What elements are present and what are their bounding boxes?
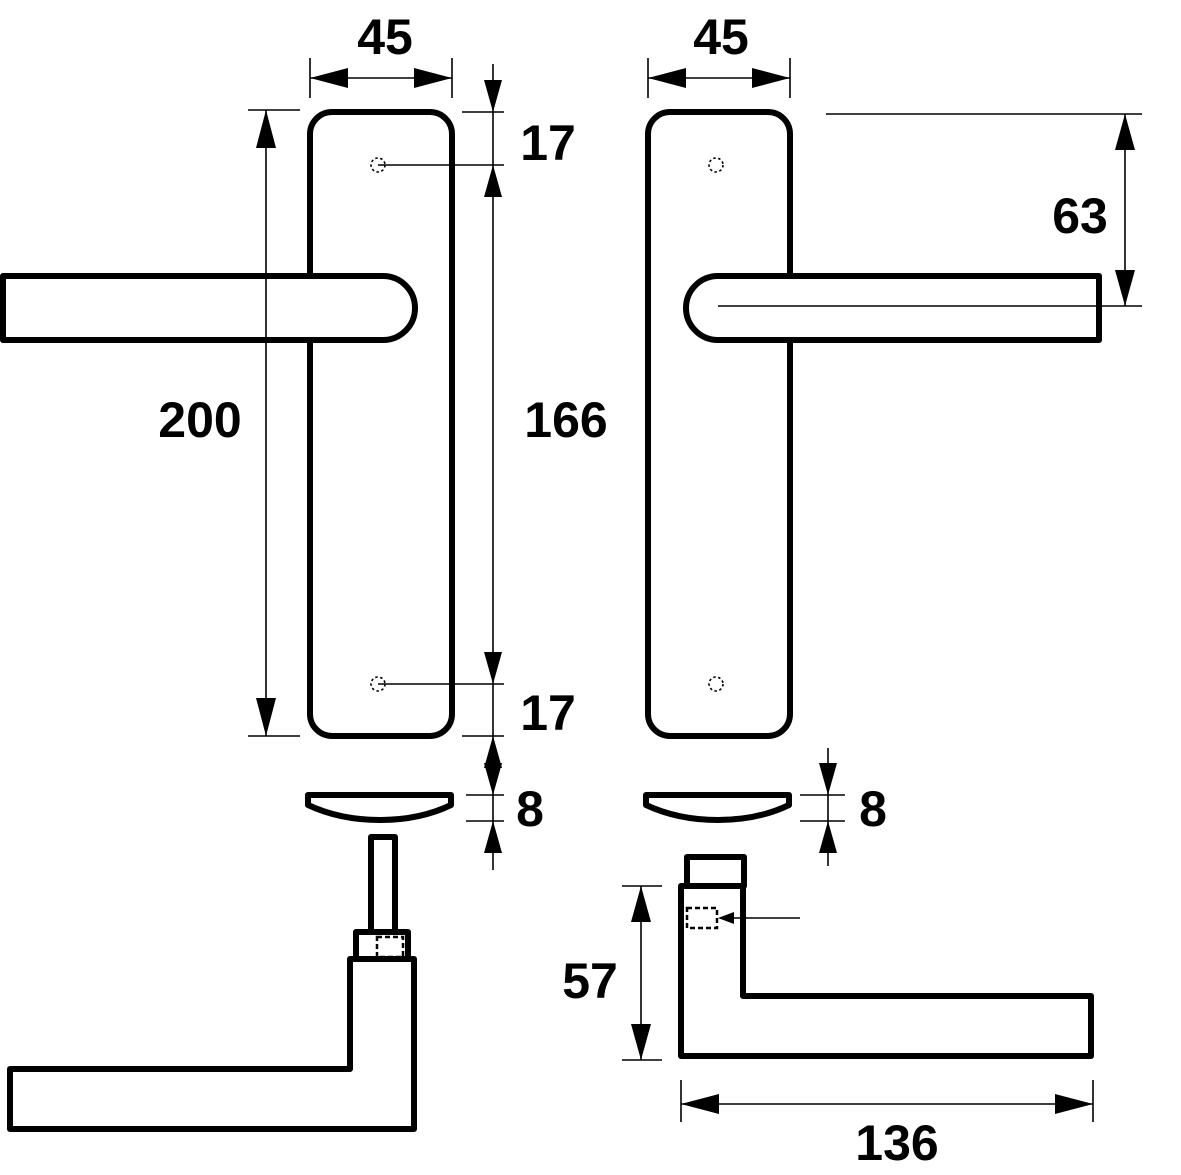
left-side-view [7, 834, 417, 1132]
dim-hole-spacing-chain: 17 166 17 8 [378, 64, 608, 870]
dim-label-left-plate-thickness: 8 [516, 781, 544, 837]
dim-label-left-plate-width: 45 [357, 9, 413, 65]
right-rear-view [645, 109, 1102, 739]
dim-label-hole-spacing: 166 [524, 392, 607, 448]
right-rose-collar [684, 854, 747, 889]
dim-label-top-hole-offset: 17 [520, 115, 576, 171]
right-top-screw-hole [708, 157, 724, 173]
left-lever-side-profile [7, 956, 417, 1132]
dim-left-plate-width: 45 [309, 9, 453, 98]
dim-label-lever-projection: 136 [855, 1115, 938, 1171]
left-backplate [307, 109, 455, 739]
dim-label-right-plate-thickness: 8 [859, 781, 887, 837]
dim-lever-rise: 57 [562, 885, 662, 1061]
right-lever-handle [683, 273, 1102, 343]
left-front-view [0, 109, 455, 739]
right-bottom-screw-hole [708, 676, 724, 692]
dim-label-lever-rise: 57 [562, 953, 618, 1009]
right-side-view [678, 854, 1094, 1059]
dim-lever-projection: 136 [680, 1080, 1094, 1171]
dim-right-plate-thickness: 8 [800, 748, 887, 866]
dim-right-plate-width: 45 [647, 9, 791, 98]
left-lever-handle [0, 273, 418, 343]
left-grub-screw-hidden [375, 935, 405, 959]
dim-plate-height: 200 [158, 109, 300, 737]
dim-spindle-height: 63 [718, 113, 1142, 307]
grub-screw-leader-arrow [718, 912, 734, 924]
left-spindle [368, 834, 398, 935]
left-plate-profile [305, 792, 454, 823]
dim-label-right-plate-width: 45 [693, 9, 749, 65]
right-plate-profile [643, 792, 792, 823]
dim-label-bottom-hole-offset: 17 [520, 685, 576, 741]
right-lever-side-profile [678, 883, 1094, 1059]
dim-label-spindle-height: 63 [1052, 188, 1108, 244]
dim-label-plate-height: 200 [158, 392, 241, 448]
right-grub-screw-hidden [685, 906, 719, 930]
right-backplate [645, 109, 793, 739]
